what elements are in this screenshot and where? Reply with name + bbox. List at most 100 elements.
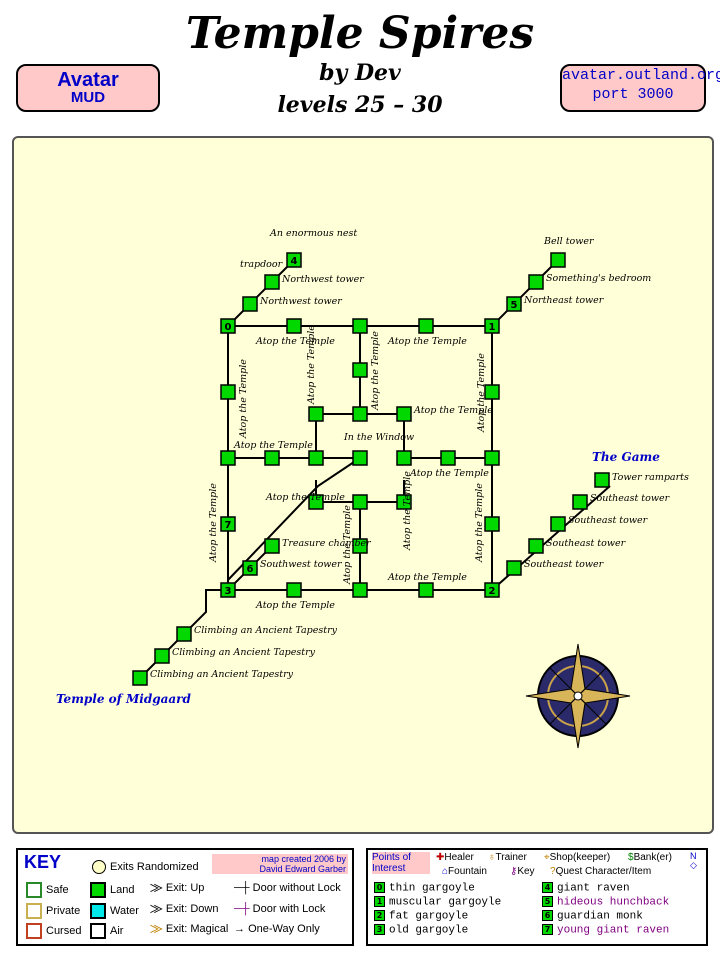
key-exit-up: ⨠ Exit: Up <box>150 882 205 894</box>
map-key: KEY Exits Randomized map created 2006 by… <box>16 848 354 946</box>
server-address-banner: avatar.outland.org port 3000 <box>560 64 720 112</box>
room-nw-tower <box>242 296 258 312</box>
room-somethings-bedroom <box>528 274 544 290</box>
room <box>352 362 368 378</box>
mob-marker-4: 4 <box>291 256 298 267</box>
key-land: Land <box>90 882 134 898</box>
label-atop-temple: Atop the Temple <box>265 492 345 503</box>
room <box>352 318 368 334</box>
key-water: Water <box>90 903 139 919</box>
key-private: Private <box>26 903 80 919</box>
circle-icon <box>92 860 106 874</box>
mob-marker-6: 6 <box>247 564 254 575</box>
mob-marker-7: 7 <box>225 520 232 531</box>
room-enormous-nest <box>286 252 302 268</box>
room-climbing-tapestry <box>154 648 170 664</box>
room-se-tower <box>572 494 588 510</box>
label-atop-temple: Atop the Temple <box>342 505 353 585</box>
mob-marker-0: 0 <box>225 322 232 333</box>
locked-door-icon: ─┼ <box>234 903 253 915</box>
room <box>308 450 324 466</box>
label-enormous-nest: An enormous nest <box>269 228 357 239</box>
key-one-way: → One-Way Only <box>234 923 320 935</box>
key-air: Air <box>90 923 123 939</box>
room <box>308 494 324 510</box>
exit-magical-icon: ⨠ <box>150 923 166 935</box>
room-treasure-chamber <box>264 538 280 554</box>
room <box>220 516 236 532</box>
room <box>484 450 500 466</box>
label-atop-temple: Atop the Temple <box>387 572 467 583</box>
banner-mud-text: MUD <box>70 89 106 106</box>
level-range: levels 25 – 30 <box>277 92 443 118</box>
label-se-tower: Southeast tower <box>590 493 671 504</box>
room <box>308 406 324 422</box>
key-door-no-lock: ─┼ Door without Lock <box>234 882 341 894</box>
label-atop-temple: Atop the Temple <box>306 325 317 405</box>
label-the-game[interactable]: The Game <box>592 450 660 464</box>
room-numbers: 0 1 2 3 4 5 6 7 <box>225 256 518 597</box>
key-exit-down: ⨠ Exit: Down <box>150 903 219 915</box>
room <box>396 450 412 466</box>
poi-bank: $Bank(er) <box>628 852 672 863</box>
label-atop-temple: Atop the Temple <box>255 336 335 347</box>
poi-shop: ⌖Shop(keeper) <box>544 852 611 863</box>
label-atop-temple: Atop the Temple <box>474 483 485 563</box>
arrow-right-icon: → <box>234 923 249 935</box>
poi-key: ⚷Key <box>510 866 535 877</box>
room <box>484 384 500 400</box>
mob-marker-1: 1 <box>489 322 496 333</box>
mob-marker-5: 5 <box>511 300 518 311</box>
room <box>286 318 302 334</box>
room <box>352 582 368 598</box>
poi-quest: ?Quest Character/Item <box>550 866 652 877</box>
room-climbing-tapestry <box>132 670 148 686</box>
room-se-tower <box>528 538 544 554</box>
label-se-tower: Southeast tower <box>568 515 649 526</box>
key-exit-magical: ⨠ Exit: Magical <box>150 923 229 935</box>
label-in-the-window: In the Window <box>343 432 414 443</box>
shop-icon: ⌖ <box>544 852 550 863</box>
label-nw-tower: Northwest tower <box>259 296 343 307</box>
map-connections <box>139 259 611 679</box>
map-rooms <box>132 252 610 686</box>
fountain-icon: ⌂ <box>442 866 449 877</box>
label-temple-of-midgaard[interactable]: Temple of Midgaard <box>56 692 191 706</box>
room <box>418 318 434 334</box>
key-door-lock: ─┼ Door with Lock <box>234 903 326 915</box>
quest-icon: ? <box>550 866 556 877</box>
room-tower-ramparts <box>594 472 610 488</box>
map-author: by Dev <box>319 60 401 86</box>
healer-icon: ✚ <box>436 852 445 863</box>
label-trapdoor: trapdoor <box>240 259 284 270</box>
label-treasure-chamber: Treasure chamber <box>282 538 372 549</box>
room <box>264 450 280 466</box>
room-nw-tower-upper <box>264 274 280 290</box>
room-se-tower <box>550 516 566 532</box>
label-atop-temple: Atop the Temple <box>409 468 489 479</box>
room-sw-corner <box>220 582 236 598</box>
key-safe: Safe <box>26 882 69 898</box>
server-port: port 3000 <box>592 86 674 103</box>
room <box>440 450 456 466</box>
label-atop-temple: Atop the Temple <box>413 405 493 416</box>
map-title: Temple Spires <box>185 8 535 59</box>
room-se-corner <box>484 582 500 598</box>
label-climbing-tapestry: Climbing an Ancient Tapestry <box>150 669 294 680</box>
label-climbing-tapestry: Climbing an Ancient Tapestry <box>172 647 316 658</box>
label-climbing-tapestry: Climbing an Ancient Tapestry <box>194 625 338 636</box>
mob-marker-3: 3 <box>225 586 232 597</box>
mob-marker-2: 2 <box>489 586 496 597</box>
avatar-mud-banner: Avatar MUD <box>16 64 160 112</box>
label-atop-temple: Atop the Temple <box>255 600 335 611</box>
poi-healer: ✚Healer <box>436 852 474 863</box>
label-atop-temple: Atop the Temple <box>387 336 467 347</box>
key-exits-randomized: Exits Randomized <box>92 860 199 874</box>
